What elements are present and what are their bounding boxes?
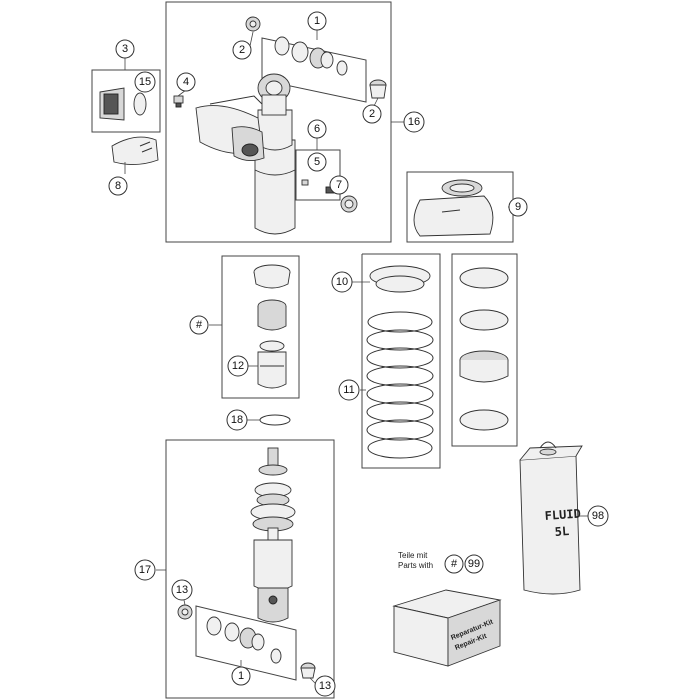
svg-text:#: # — [196, 319, 203, 331]
svg-text:18: 18 — [231, 414, 243, 426]
callout-15: 15 — [134, 71, 156, 93]
svg-text:13: 13 — [176, 584, 188, 596]
group-3-frame — [91, 69, 161, 133]
spring-frame — [361, 253, 441, 469]
svg-text:7: 7 — [336, 179, 342, 191]
callout-10: 10 — [331, 271, 353, 293]
svg-text:10: 10 — [336, 276, 348, 288]
damper-rod-assembly — [250, 447, 296, 623]
svg-text:2: 2 — [369, 108, 375, 120]
damper-assembly-group — [165, 439, 335, 699]
callout-9: 9 — [508, 197, 528, 217]
repair-kit-box: Reparatur-Kit Repair-Kit — [392, 589, 502, 667]
callout-hash-kit: # — [444, 554, 464, 574]
callout-13-right: 13 — [314, 675, 336, 697]
adjuster-cap-7 — [340, 195, 358, 213]
bottom-bushing-right — [300, 662, 316, 679]
callout-99: 99 — [464, 554, 484, 574]
svg-text:#: # — [451, 558, 458, 570]
svg-text:1: 1 — [314, 15, 320, 27]
callout-18: 18 — [226, 409, 248, 431]
spring-seats-group — [451, 253, 518, 447]
callout-13-left: 13 — [171, 579, 193, 601]
top-bushing-right — [369, 79, 387, 99]
callout-3: 3 — [115, 39, 135, 59]
svg-text:9: 9 — [515, 201, 521, 213]
fluid-can-label-line2: 5L — [554, 524, 569, 539]
callout-4: 4 — [176, 72, 196, 92]
svg-text:5: 5 — [314, 156, 320, 168]
svg-text:15: 15 — [139, 76, 151, 88]
shock-assembly-group — [165, 1, 392, 243]
fluid-can: FLUID 5L — [519, 441, 583, 595]
parts-with-line2: Parts with — [398, 561, 433, 570]
leader-lines — [124, 30, 588, 687]
spring-seats-frame — [451, 253, 518, 447]
seal-kit-1-frame-top — [261, 37, 367, 103]
svg-text:17: 17 — [139, 564, 151, 576]
callout-11: 11 — [338, 379, 360, 401]
callout-1-top: 1 — [307, 11, 327, 31]
svg-text:98: 98 — [592, 510, 604, 522]
seal-kit-rings-top — [274, 36, 348, 76]
piston-parts-group — [221, 255, 300, 399]
svg-text:13: 13 — [319, 680, 331, 692]
compression-adjuster-group — [91, 69, 161, 133]
group-hash-frame — [221, 255, 300, 399]
svg-text:2: 2 — [239, 44, 245, 56]
svg-text:11: 11 — [343, 384, 354, 396]
reservoir-cap-group-9 — [406, 171, 514, 243]
group-5-frame — [295, 149, 341, 201]
top-bushing-left — [245, 16, 261, 32]
fluid-can-label-line1: FLUID — [544, 507, 581, 523]
seal-kit-1-frame-bottom — [195, 605, 297, 681]
callout-2-left: 2 — [232, 40, 252, 60]
spring-group — [361, 253, 441, 469]
valve-4-part — [173, 95, 184, 108]
svg-text:1: 1 — [238, 670, 244, 682]
callout-7: 7 — [329, 175, 349, 195]
teile-mit-line1: Teile mit — [398, 551, 428, 560]
callout-98: 98 — [587, 505, 609, 527]
reservoir — [195, 95, 265, 161]
svg-text:8: 8 — [115, 180, 121, 192]
callout-5: 5 — [307, 152, 327, 172]
bottom-bushing-left — [177, 604, 193, 620]
seal-kit-rings-bottom — [206, 616, 282, 664]
callout-2-right: 2 — [362, 104, 382, 124]
svg-text:16: 16 — [408, 116, 420, 128]
callout-8: 8 — [108, 176, 128, 196]
svg-text:99: 99 — [468, 558, 480, 570]
callout-17: 17 — [134, 559, 156, 581]
circlip-18 — [259, 414, 291, 426]
svg-text:12: 12 — [232, 360, 244, 372]
reservoir-label-sleeve-8 — [111, 136, 159, 165]
callout-hash-left: # — [189, 315, 209, 335]
svg-text:6: 6 — [314, 123, 320, 135]
callout-16: 16 — [403, 111, 425, 133]
spring-coils — [366, 311, 434, 459]
callout-6: 6 — [307, 119, 327, 139]
callout-12: 12 — [227, 355, 249, 377]
svg-text:4: 4 — [183, 76, 189, 88]
group-17-frame — [165, 439, 335, 699]
callout-1-bottom: 1 — [231, 666, 251, 686]
svg-text:3: 3 — [122, 43, 128, 55]
adjuster-small-parts — [301, 179, 335, 194]
shock-body — [254, 73, 296, 235]
